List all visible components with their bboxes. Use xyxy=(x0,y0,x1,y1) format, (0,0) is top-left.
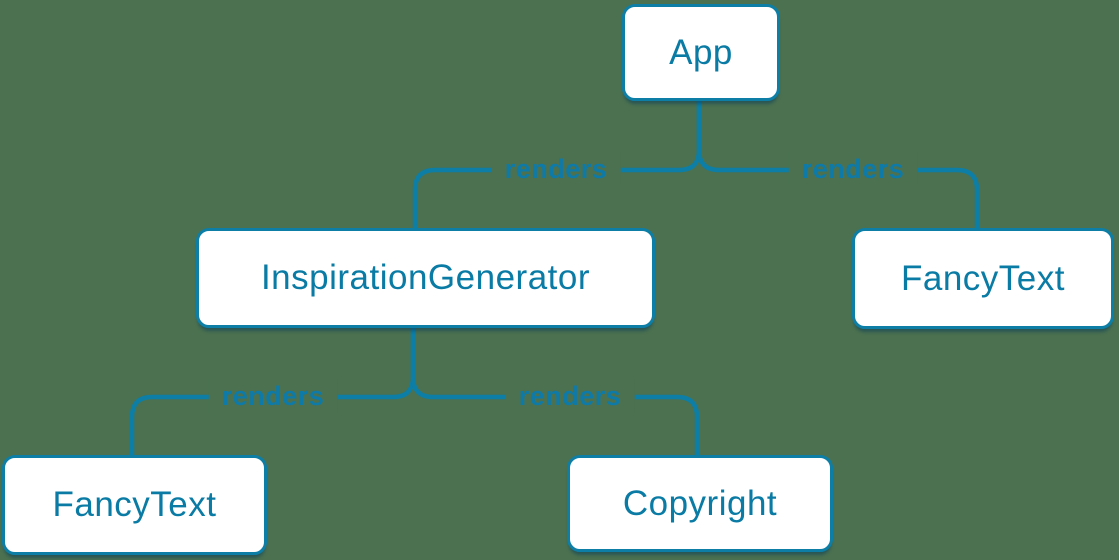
edge-label-renders-app-inspirationgenerator: renders xyxy=(491,152,621,186)
edge-label-renders-app-fancytext: renders xyxy=(788,152,918,186)
node-fancytext-bottom-left: FancyText xyxy=(2,455,267,555)
node-app: App xyxy=(622,4,780,101)
node-fancytext-top-right: FancyText xyxy=(852,228,1114,329)
edge-label-renders-inspirationgenerator-fancytext: renders xyxy=(208,379,338,413)
edge-label-renders-inspirationgenerator-copyright: renders xyxy=(505,379,635,413)
node-copyright: Copyright xyxy=(567,455,833,552)
node-inspirationgenerator: InspirationGenerator xyxy=(196,228,655,328)
